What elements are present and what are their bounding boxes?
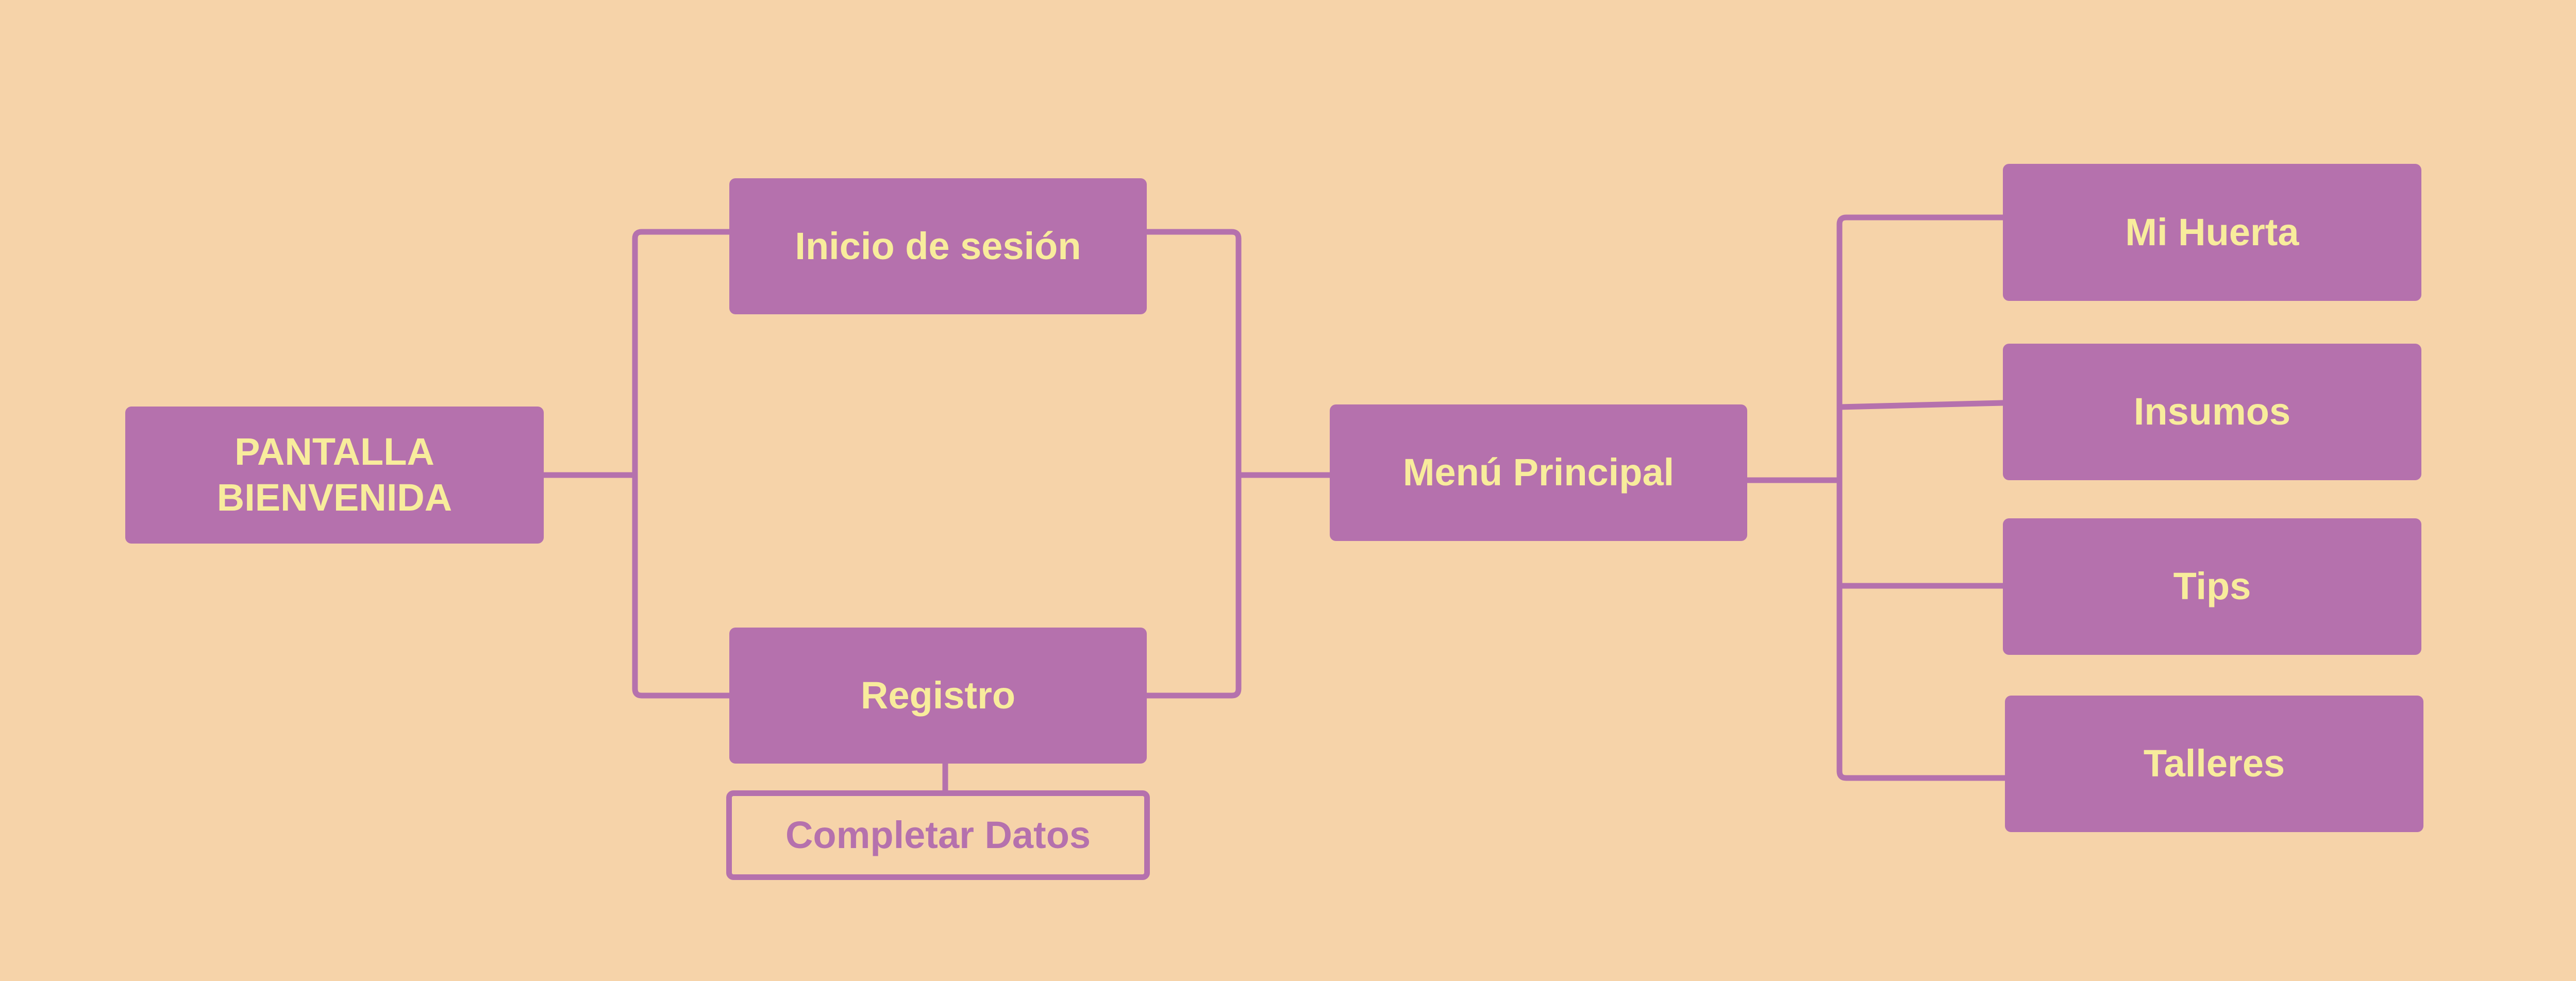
node-welcome: PANTALLA BIENVENIDA (125, 407, 544, 544)
connector-left-bracket (632, 229, 732, 699)
node-login: Inicio de sesión (729, 178, 1147, 314)
node-main-menu: Menú Principal (1330, 404, 1747, 541)
node-tips: Tips (2003, 518, 2421, 655)
connector-insumos (1836, 400, 2006, 410)
node-complete-data: Completar Datos (726, 790, 1150, 880)
node-register: Registro (729, 628, 1147, 764)
connector-right-bracket (1144, 229, 1242, 699)
node-insumos: Insumos (2003, 344, 2421, 480)
node-mi-huerta: Mi Huerta (2003, 164, 2421, 301)
connector-right-tree (1836, 214, 2008, 781)
node-talleres: Talleres (2005, 696, 2423, 832)
